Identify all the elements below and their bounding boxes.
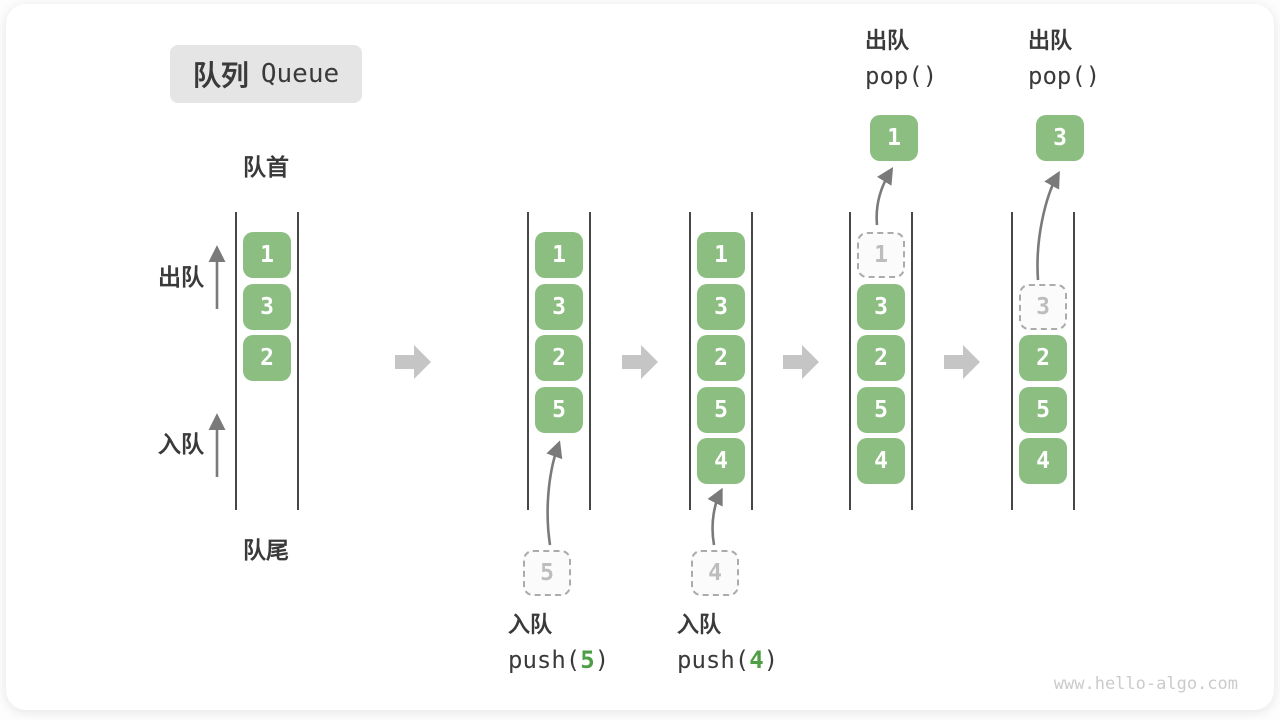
queue-item-2: 2 (1019, 335, 1067, 381)
dequeue-side-label: 出队 (158, 264, 204, 290)
queue-item-5: 5 (1019, 386, 1067, 433)
queue-item-5: 5 (697, 386, 745, 433)
queue-wall-right (1073, 212, 1075, 510)
title-en: Queue (260, 59, 340, 89)
queue-wall-right (589, 212, 591, 510)
enqueue-side-label: 入队 (158, 431, 204, 457)
popped-item-1: 1 (870, 115, 918, 161)
enqueue-arg: 5 (580, 646, 595, 674)
watermark: www.hello-algo.com (1053, 674, 1238, 694)
queue-item-3: 3 (535, 283, 583, 330)
queue-wall-right (751, 212, 753, 510)
dequeued-ghost-item-3: 3 (1019, 283, 1067, 330)
title-box: 队列 Queue (170, 45, 362, 103)
queue-wall-right (297, 212, 299, 510)
queue-item-3: 3 (857, 283, 905, 330)
queue-wall-left (849, 212, 851, 510)
queue-item-1: 1 (535, 232, 583, 278)
queue-wall-left (689, 212, 691, 510)
queue-item-2: 2 (243, 335, 291, 381)
dequeue-op-label: 出队 pop() (1028, 28, 1101, 90)
enqueue-op-zh: 入队 (677, 612, 722, 637)
title-zh: 队列 (192, 60, 249, 91)
queue-wall-left (1011, 212, 1013, 510)
dequeue-op-code: pop() (865, 62, 938, 90)
dequeued-ghost-item-1: 1 (857, 232, 905, 278)
queue-item-1: 1 (243, 232, 291, 278)
queue-item-3: 3 (243, 283, 291, 330)
queue-item-3: 3 (697, 283, 745, 330)
enqueue-op-code: push(5) (508, 646, 610, 674)
enqueue-arg: 4 (749, 646, 764, 674)
queue-front-label: 队首 (243, 154, 289, 180)
enqueue-op-label: 入队 push(4) (677, 612, 779, 674)
dequeue-op-label: 出队 pop() (865, 28, 938, 90)
queue-item-5: 5 (857, 386, 905, 433)
queue-item-2: 2 (857, 335, 905, 381)
enqueue-op-label: 入队 push(5) (508, 612, 610, 674)
queue-item-1: 1 (697, 232, 745, 278)
queue-item-4: 4 (697, 438, 745, 484)
queue-wall-left (527, 212, 529, 510)
enqueue-op-zh: 入队 (508, 612, 553, 637)
queue-rear-label: 队尾 (243, 537, 289, 563)
figure-card (6, 4, 1274, 710)
queue-wall-right (911, 212, 913, 510)
queue-item-2: 2 (697, 335, 745, 381)
queue-item-5: 5 (535, 386, 583, 433)
queue-item-4: 4 (1019, 438, 1067, 484)
queue-item-4: 4 (857, 438, 905, 484)
queue-item-2: 2 (535, 335, 583, 381)
staging-item-4: 4 (691, 550, 739, 596)
queue-wall-left (235, 212, 237, 510)
enqueue-op-code: push(4) (677, 646, 779, 674)
dequeue-op-code: pop() (1028, 62, 1101, 90)
dequeue-op-zh: 出队 (1028, 28, 1073, 53)
dequeue-op-zh: 出队 (865, 28, 910, 53)
staging-item-5: 5 (523, 550, 571, 596)
popped-item-3: 3 (1036, 115, 1084, 161)
